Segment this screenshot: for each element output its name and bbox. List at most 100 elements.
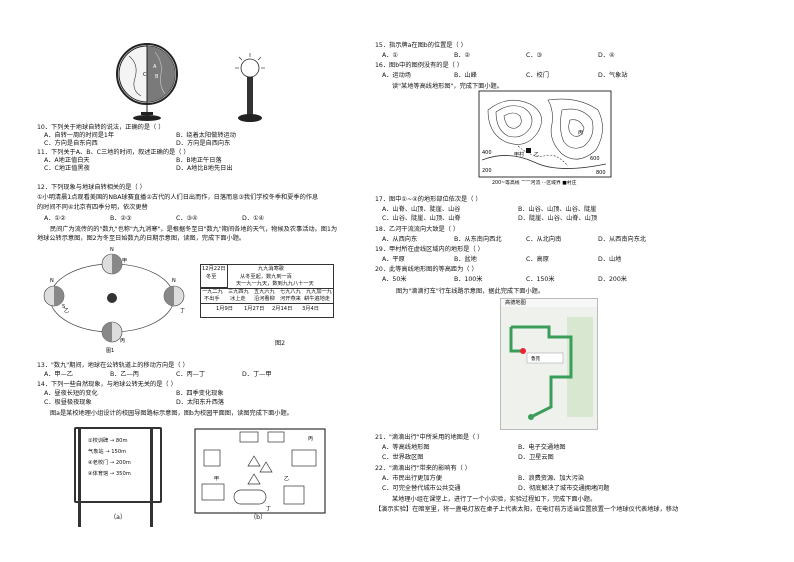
q10-option-b[interactable]: B．绕着太阳做转运动 xyxy=(176,132,236,139)
q11-option-d[interactable]: D．A地比B地先日出 xyxy=(176,165,233,172)
q15-option-b[interactable]: B．② xyxy=(454,52,470,59)
q22-option-a[interactable]: A．市民出行更加方便 xyxy=(382,475,442,482)
q16-options: A．运动场 B．山峰 C．校门 D．气象站 xyxy=(382,72,628,80)
q10-option-a[interactable]: A．自转一周的时间是1年 xyxy=(44,132,115,139)
q15-option-c[interactable]: C．③ xyxy=(526,52,543,59)
fig1-s: S xyxy=(62,304,65,310)
q20-option-d[interactable]: D．200米 xyxy=(598,276,627,283)
q11-option-b[interactable]: B．B地正午日落 xyxy=(176,157,222,164)
q21-stem: 21．"滴滴出行"中所采用的地图是（ ） xyxy=(375,434,484,441)
q12-option-c[interactable]: C．③④ xyxy=(176,215,198,222)
q13-option-b[interactable]: B．乙—丙 xyxy=(110,371,139,378)
q20-option-b[interactable]: B．100米 xyxy=(454,276,483,283)
q12-option-d[interactable]: D．①④ xyxy=(242,215,265,222)
q19-option-d[interactable]: D．山地 xyxy=(598,256,622,263)
q21-options: A．等高线地形图 B．电子交通地图 xyxy=(382,444,566,452)
q21-option-b[interactable]: B．电子交通地图 xyxy=(518,444,566,451)
q17-stem: 17．图中①~④的地形部位依次是（ ） xyxy=(375,196,482,203)
q20-option-a[interactable]: A．50米 xyxy=(382,276,407,283)
q18-option-c[interactable]: C．从北向南 xyxy=(526,236,562,243)
q21-option-c[interactable]: C．世界政区图 xyxy=(382,454,424,461)
fig1-n2: N xyxy=(50,278,54,284)
globe-figure: C A B xyxy=(116,43,178,121)
q15-option-d[interactable]: D．④ xyxy=(598,52,615,59)
q22-option-b[interactable]: B．浪费资源、加大污染 xyxy=(518,475,585,482)
fig2-date-3: 3月4日 xyxy=(302,306,319,312)
figa-item-3: ④体育馆 → 350m xyxy=(88,471,131,477)
topo-l400: 400 xyxy=(482,150,492,156)
svg-text:C: C xyxy=(143,72,147,78)
fig1-ding: 丁 xyxy=(180,308,185,314)
topo-l200: 200 xyxy=(482,168,492,174)
q13-option-c[interactable]: C．丙—丁 xyxy=(176,371,206,378)
q18-option-b[interactable]: B．从东南向西北 xyxy=(454,236,502,243)
q14-option-c[interactable]: C．极昼极夜现象 xyxy=(44,399,92,406)
q16-option-a[interactable]: A．运动场 xyxy=(382,72,411,79)
q22-option-c[interactable]: C．可完全替代城市公共交通 xyxy=(382,485,461,492)
q18-option-d[interactable]: D．从西南向东北 xyxy=(598,236,647,243)
q17-option-a[interactable]: A．山脊、山顶、陡崖、山谷 xyxy=(382,206,461,213)
fig1-yi: 乙 xyxy=(64,307,69,314)
q22-option-d[interactable]: D．彻底解决了城市交通拥堵问题 xyxy=(518,485,610,492)
q12-option-a[interactable]: A．①② xyxy=(44,215,66,222)
q16-option-c[interactable]: C．校门 xyxy=(526,72,549,79)
q14-option-a[interactable]: A．昼夜长短的变化 xyxy=(44,390,98,397)
q16-option-d[interactable]: D．气象站 xyxy=(598,72,628,79)
q12-line2: 的时间不同④北京有四季分明，依次更替 xyxy=(37,204,148,211)
q10-option-d[interactable]: D．方向是自西向东 xyxy=(176,140,231,147)
q12-option-b[interactable]: B．②③ xyxy=(110,215,132,222)
q18-option-a[interactable]: A．从西向东 xyxy=(382,236,418,243)
q17-option-c[interactable]: C．山谷、陡崖、山顶、山脊 xyxy=(382,215,461,222)
q12-stem: 12．下列现象与地球自转相关的是（ ） xyxy=(37,184,146,191)
q16-option-b[interactable]: B．山峰 xyxy=(454,72,477,79)
topo-legend: 200~等高线 ⌒⌒河流 ···区域界 ■村庄 xyxy=(492,179,577,186)
q10-stem: 10．下列关于地球自转的说法，正确的是（ ） xyxy=(37,124,165,131)
q15-stem: 15．指示牌a在图b的位置是（ ） xyxy=(375,42,467,49)
q21-option-a[interactable]: A．等高线地形图 xyxy=(382,444,430,451)
q14-stem: 14．下列一些自然现象，与地球公转无关的是（ ） xyxy=(37,381,177,388)
svg-text:A: A xyxy=(153,64,157,70)
fig2-mid-2: 沿河看柳 xyxy=(254,296,275,302)
demo-text: 【演示实验】在暗室里，将一盏电灯放在桌子上代表太阳，在电灯前方适当位置放置一个地… xyxy=(375,506,679,513)
intro3: 读"某地等高线地形图"，完成下面小题。 xyxy=(392,83,503,90)
q14-option-b[interactable]: B．四季变化现象 xyxy=(176,390,224,397)
intro2: 图a是某校地理小组设计的校园导图路标示意图，图b为校园平面图，读图完成下面小题。 xyxy=(50,410,293,417)
q17-options: A．山脊、山顶、陡崖、山谷 B．山谷、山顶、山谷、陡崖 xyxy=(382,206,597,214)
q10-option-c[interactable]: C．方向是自东向西 xyxy=(44,140,98,147)
q14-options-2: C．极昼极夜现象 D．太阳东升西落 xyxy=(44,399,224,407)
q19-option-a[interactable]: A．平原 xyxy=(382,256,405,263)
q20-option-c[interactable]: C．150米 xyxy=(526,276,555,283)
q21-option-d[interactable]: D．卫星云图 xyxy=(518,454,554,461)
topo-map: 400 200 600 800 甲村 乙 丙 200~等高线 ⌒⌒河流 ···区… xyxy=(478,90,612,186)
q11-options-2: C．C地正值黑夜 D．A地比B地先日出 xyxy=(44,165,233,173)
q19-option-b[interactable]: B．盆地 xyxy=(454,256,477,263)
fig1-n1: N xyxy=(110,247,114,253)
q15-options: A．① B．② C．③ D．④ xyxy=(382,52,615,60)
q13-option-d[interactable]: D．丁—甲 xyxy=(242,371,272,378)
intro1-line2: 地球公转示意图，图2为冬至日始数九的日期示意图，读图，完成下面小题。 xyxy=(37,235,246,242)
q20-options: A．50米 B．100米 C．150米 D．200米 xyxy=(382,276,627,284)
topo-l600: 600 xyxy=(590,156,600,162)
intro4: 图为"滴滴打车"行车线路示意图，据此完成下面小题。 xyxy=(396,288,545,295)
q14-option-d[interactable]: D．太阳东升西落 xyxy=(176,399,225,406)
q15-option-a[interactable]: A．① xyxy=(382,52,398,59)
fig2-mid-4: 耕牛遍地走 xyxy=(304,296,330,302)
q11-stem: 11．下列关于A、B、C三地的时间，叙述正确的是（ ） xyxy=(37,149,190,156)
q17-option-b[interactable]: B．山谷、山顶、山谷、陡崖 xyxy=(518,206,597,213)
q19-option-c[interactable]: C．高原 xyxy=(526,256,549,263)
fig1-bing: 丙 xyxy=(120,338,125,344)
topo-village: 甲村 xyxy=(514,151,524,158)
q10-options: A．自转一周的时间是1年 B．绕着太阳做转运动 xyxy=(44,132,236,140)
q13-option-a[interactable]: A．甲—乙 xyxy=(44,371,73,378)
fig1-jia: 甲 xyxy=(122,258,127,264)
phone-top: 高德地图 xyxy=(505,300,526,306)
svg-text:B: B xyxy=(155,74,159,80)
q17-option-d[interactable]: D．陡崖、山谷、山脊、山顶 xyxy=(518,215,598,222)
figure-a-signpost xyxy=(74,427,162,503)
figa-item-1: 气象站 → 150m xyxy=(88,449,127,455)
q11-option-c[interactable]: C．C地正值黑夜 xyxy=(44,165,90,172)
q11-option-a[interactable]: A．A地正值白天 xyxy=(44,157,90,164)
q12-line1: ①小明清晨1点观看美国的NBA球赛直播②古代的人们日出而作，日落而息③我们学校冬… xyxy=(37,194,319,201)
phone-poi: 鲁苑 xyxy=(531,355,540,362)
q13-stem: 13．"数九"期间，地球在公转轨道上的移动方向是（ ） xyxy=(37,362,189,369)
